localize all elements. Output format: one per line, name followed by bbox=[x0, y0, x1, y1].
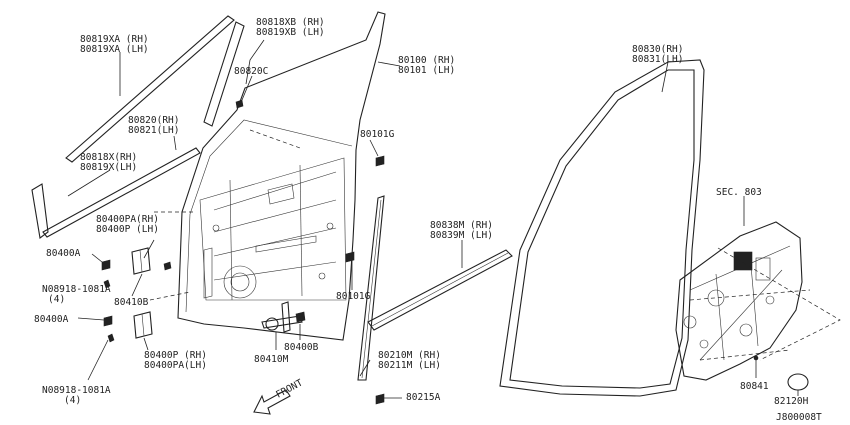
label-80820c: 80820C bbox=[234, 66, 268, 77]
label-front: FRONT bbox=[274, 377, 305, 400]
bolts bbox=[101, 99, 385, 405]
label-80210m-rh: 80210M (RH) bbox=[378, 350, 441, 361]
window-regulator bbox=[675, 221, 803, 381]
label-n08918-upper: N08918-1081A bbox=[42, 284, 111, 295]
label-sec-803: SEC. 803 bbox=[716, 187, 762, 198]
label-80831-lh: 80831(LH) bbox=[632, 54, 683, 65]
inner-belt-weatherstrip bbox=[367, 249, 513, 331]
front-sash-molding bbox=[31, 183, 49, 239]
label-80818xb-rh: 80818XB (RH) bbox=[256, 17, 325, 28]
front-arrow-icon bbox=[253, 389, 291, 415]
label-80818x-rh: 80818X(RH) bbox=[80, 152, 137, 163]
label-80100-rh: 80100 (RH) bbox=[398, 55, 455, 66]
label-80819xa-lh: 80819XA (LH) bbox=[80, 44, 149, 55]
label-80400pa-rh: 80400PA(RH) bbox=[96, 214, 159, 225]
label-80400p-rh: 80400P (RH) bbox=[144, 350, 207, 361]
label-80841: 80841 bbox=[740, 381, 769, 392]
belt-molding bbox=[42, 147, 201, 238]
door-weatherstrip bbox=[499, 59, 705, 397]
part-labels: 80819XA (RH) 80819XA (LH) 80818XB (RH) 8… bbox=[34, 17, 822, 423]
label-80830-rh: 80830(RH) bbox=[632, 44, 683, 55]
sash-molding bbox=[203, 21, 245, 127]
grommet bbox=[787, 373, 809, 391]
label-80101-lh: 80101 (LH) bbox=[398, 65, 455, 76]
lower-hinge bbox=[133, 311, 153, 339]
upper-hinge bbox=[131, 247, 151, 275]
label-80819x-lh: 80819X(LH) bbox=[80, 162, 137, 173]
label-80821-lh: 80821(LH) bbox=[128, 125, 179, 136]
label-80819xa-rh: 80819XA (RH) bbox=[80, 34, 149, 45]
label-80215a: 80215A bbox=[406, 392, 441, 403]
screw-80841 bbox=[753, 355, 759, 372]
label-80400pa-lh: 80400PA(LH) bbox=[144, 360, 207, 371]
label-80400a-lower: 80400A bbox=[34, 314, 69, 325]
door-panel bbox=[177, 11, 386, 341]
label-n08918-upper-qty: (4) bbox=[48, 294, 65, 305]
outer-molding-strip bbox=[65, 15, 235, 163]
label-80400p-lh: 80400P (LH) bbox=[96, 224, 159, 235]
label-80410m: 80410M bbox=[254, 354, 289, 365]
leader-lines bbox=[67, 39, 799, 399]
label-80400a-upper: 80400A bbox=[46, 248, 81, 259]
label-80839m-lh: 80839M (LH) bbox=[430, 230, 493, 241]
label-n08918-lower: N08918-1081A bbox=[42, 385, 111, 396]
label-n08918-lower-qty: (4) bbox=[64, 395, 81, 406]
label-82120h: 82120H bbox=[774, 396, 809, 407]
label-80211m-lh: 80211M (LH) bbox=[378, 360, 441, 371]
label-80410b: 80410B bbox=[114, 297, 149, 308]
label-80838m-rh: 80838M (RH) bbox=[430, 220, 493, 231]
label-80400b: 80400B bbox=[284, 342, 319, 353]
door-check-link bbox=[261, 301, 306, 333]
label-80101g-lower: 80101G bbox=[336, 291, 371, 302]
rear-sash-channel bbox=[357, 195, 385, 381]
dashed-lines bbox=[149, 129, 841, 361]
label-80101g-top: 80101G bbox=[360, 129, 395, 140]
label-80819xb-lh: 80819XB (LH) bbox=[256, 27, 325, 38]
diagram-code: J800008T bbox=[776, 412, 822, 423]
label-80820-rh: 80820(RH) bbox=[128, 115, 179, 126]
